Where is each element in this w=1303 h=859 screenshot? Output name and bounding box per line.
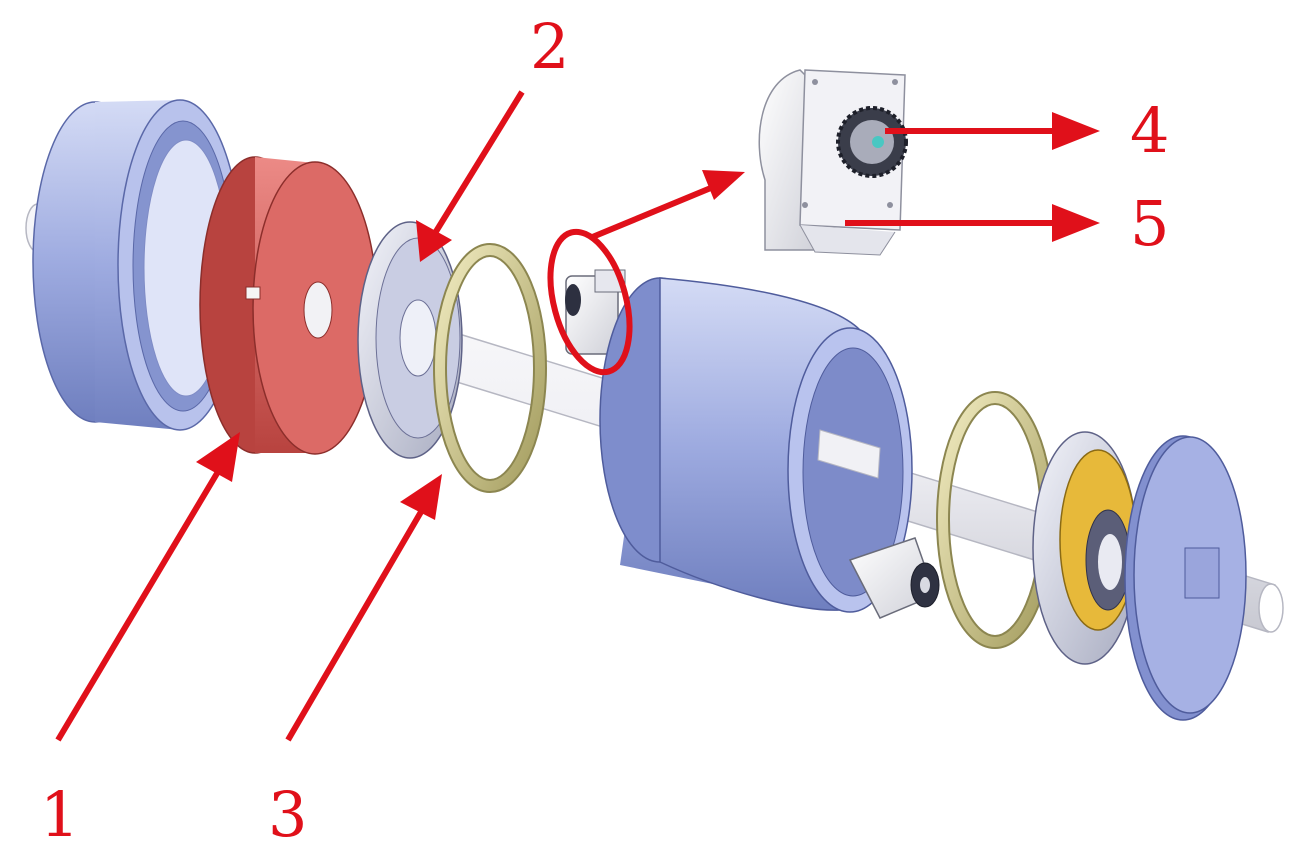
- detail-arrow: [588, 182, 720, 241]
- gear-wheel: [836, 106, 908, 178]
- callout-label-3: 3: [268, 778, 307, 851]
- callout-label-2: 2: [530, 10, 569, 83]
- bearing-plate-right: [1032, 431, 1138, 665]
- callout-label-4: 4: [1130, 94, 1169, 167]
- arrow-2: [429, 90, 525, 240]
- motor-module-right: [848, 537, 940, 619]
- end-cover-right: [1124, 435, 1247, 721]
- arrow-3: [285, 503, 428, 742]
- callout-label-1: 1: [40, 778, 79, 851]
- callout-label-5: 5: [1130, 187, 1169, 260]
- thrust-ring-left: [433, 243, 547, 493]
- main-housing: [599, 277, 913, 613]
- rotor-disc: [199, 156, 378, 455]
- arrow-1: [55, 463, 225, 742]
- callout-arrows: [55, 90, 1100, 742]
- detail-highlight-circle: [547, 228, 633, 376]
- motor-detail-view: [758, 69, 908, 256]
